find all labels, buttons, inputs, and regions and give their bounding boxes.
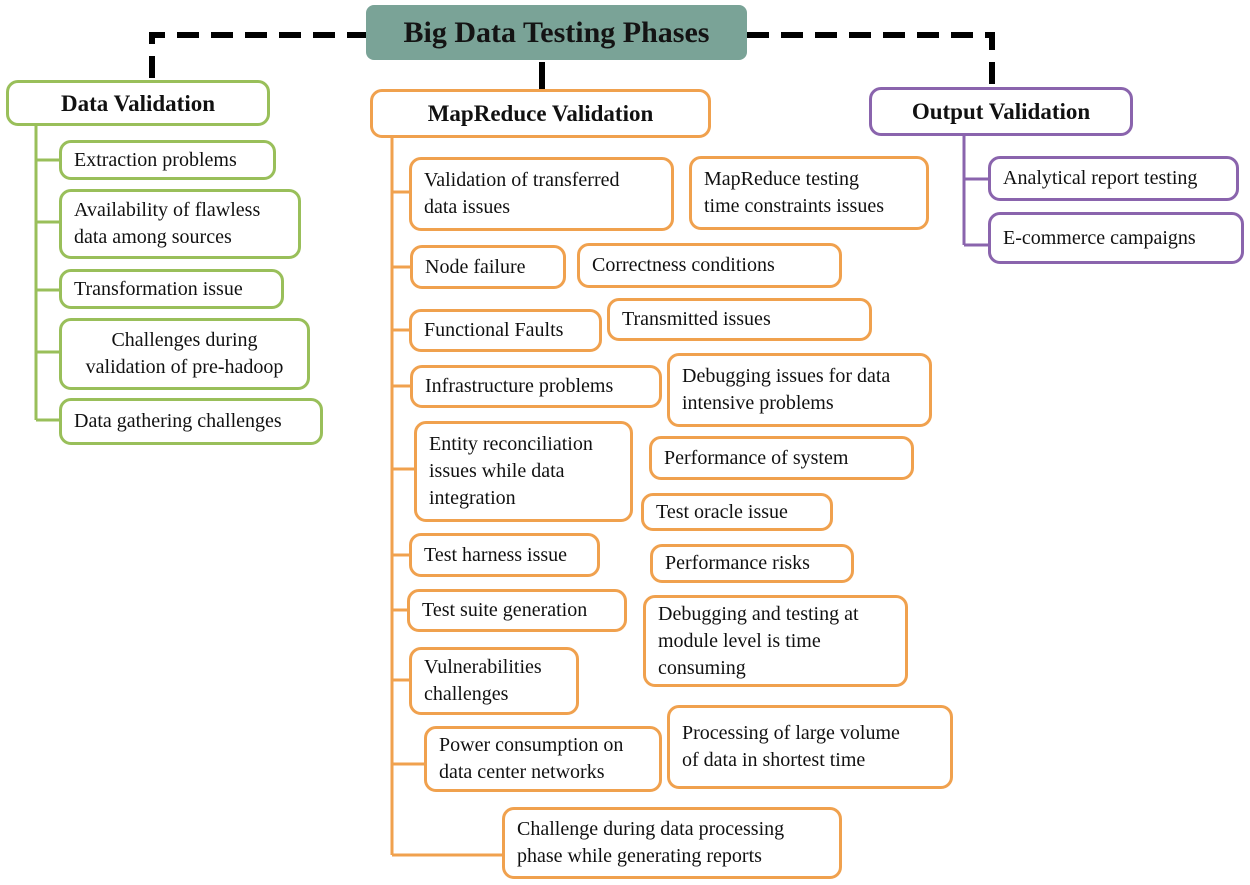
mapreduce-item: Power consumption on data center network… [424, 726, 662, 792]
output-validation-tree [962, 135, 989, 247]
mapreduce-item: Test oracle issue [641, 493, 833, 531]
mapreduce-item: Vulnerabilities challenges [409, 647, 579, 715]
output-validation-item: E-commerce campaigns [988, 212, 1244, 264]
mapreduce-item: Correctness conditions [577, 243, 842, 288]
mapreduce-item: MapReduce testing time constraints issue… [689, 156, 929, 230]
mapreduce-item: Processing of large volume of data in sh… [667, 705, 953, 789]
mapreduce-item: Test suite generation [407, 589, 627, 632]
mapreduce-item: Entity reconciliation issues while data … [414, 421, 633, 522]
data-validation-item: Data gathering challenges [59, 398, 323, 445]
mapreduce-item: Debugging and testing at module level is… [643, 595, 908, 687]
data-validation-item: Transformation issue [59, 269, 284, 309]
dashed-connector [149, 32, 995, 88]
mapreduce-item: Test harness issue [409, 533, 600, 577]
data-validation-item: Challenges during validation of pre-hado… [59, 318, 310, 390]
mapreduce-item: Debugging issues for data intensive prob… [667, 353, 932, 427]
mapreduce-item: Transmitted issues [607, 298, 872, 341]
output-validation-item: Analytical report testing [988, 156, 1239, 201]
mapreduce-item: Performance risks [650, 544, 854, 583]
mapreduce-item: Performance of system [649, 436, 914, 480]
data-validation-item: Availability of flawless data among sour… [59, 189, 301, 259]
mapreduce-item: Validation of transferred data issues [409, 157, 674, 231]
mapreduce-validation-heading: MapReduce Validation [370, 89, 711, 138]
mapreduce-item: Infrastructure problems [410, 365, 662, 408]
output-validation-heading: Output Validation [869, 87, 1133, 136]
diagram-title: Big Data Testing Phases [366, 5, 747, 60]
data-validation-item: Extraction problems [59, 140, 276, 180]
mapreduce-item: Node failure [410, 245, 566, 289]
data-validation-heading: Data Validation [6, 80, 270, 126]
mapreduce-tree [390, 137, 503, 857]
data-validation-tree [34, 125, 60, 422]
mapreduce-item: Functional Faults [409, 309, 602, 352]
mapreduce-item: Challenge during data processing phase w… [502, 807, 842, 879]
